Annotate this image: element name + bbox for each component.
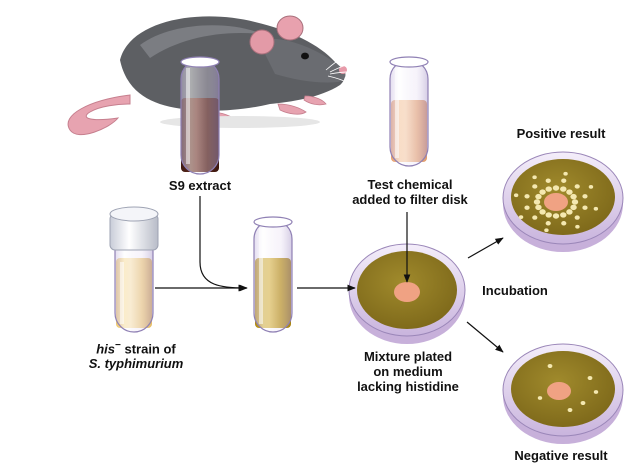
label-test-chemical: Test chemical added to filter disk xyxy=(352,177,468,207)
colony xyxy=(532,175,537,180)
strain-genotype-superscript: − xyxy=(115,340,121,351)
revertant-colonies xyxy=(513,171,599,233)
colony xyxy=(545,186,552,192)
test-chemical-tube xyxy=(389,56,429,167)
colony xyxy=(593,390,599,394)
colony xyxy=(532,215,538,220)
colony xyxy=(533,199,541,205)
arrow-s9-to-mixture xyxy=(199,196,247,292)
colony xyxy=(570,193,577,200)
colony xyxy=(544,228,549,233)
colony xyxy=(563,171,568,176)
colony xyxy=(575,224,580,229)
colony xyxy=(580,400,586,406)
filter-disk xyxy=(547,382,571,400)
arrow-to-positive xyxy=(467,237,504,259)
colony xyxy=(535,204,542,211)
colony xyxy=(593,206,599,211)
colony xyxy=(570,204,577,211)
colony xyxy=(552,213,560,219)
colony xyxy=(545,221,551,226)
colony xyxy=(513,193,519,198)
filter-disk xyxy=(394,282,420,302)
arrow-to-negative xyxy=(466,321,504,353)
colony xyxy=(587,375,593,381)
colony xyxy=(524,205,530,210)
colony xyxy=(535,193,542,200)
s9-extract-tube xyxy=(180,56,220,175)
colony xyxy=(566,209,573,215)
rat-illustration xyxy=(67,15,373,136)
bacteria-culture-tube xyxy=(109,206,159,333)
label-mixture-plated: Mixture plated on medium lacking histidi… xyxy=(357,349,459,394)
colony xyxy=(588,184,594,189)
strain-genotype: his xyxy=(96,341,116,357)
spontaneous-colonies xyxy=(537,363,599,413)
colony xyxy=(532,184,538,189)
colony xyxy=(539,189,546,195)
colony xyxy=(561,178,567,183)
colony xyxy=(545,178,551,183)
colony xyxy=(567,407,573,413)
positive-result-plate xyxy=(502,151,624,252)
label-bacterial-strain: his− strain of S. typhimurium xyxy=(74,338,198,371)
colony xyxy=(547,363,553,369)
colony xyxy=(545,212,552,218)
label-positive-result: Positive result xyxy=(516,126,606,141)
strain-suffix: strain of xyxy=(120,341,176,357)
colony xyxy=(574,184,580,189)
colony xyxy=(566,189,573,195)
strain-species: S. typhimurium xyxy=(88,356,184,372)
filter-disk xyxy=(544,193,568,211)
label-incubation: Incubation xyxy=(482,283,548,298)
colony xyxy=(539,209,546,215)
colony xyxy=(537,396,543,400)
colony xyxy=(560,212,567,218)
colony xyxy=(561,221,567,226)
colony xyxy=(571,199,579,205)
colony xyxy=(524,194,530,199)
colony xyxy=(552,185,560,191)
colony xyxy=(574,215,580,220)
colony xyxy=(582,205,588,210)
colony xyxy=(560,186,567,192)
colony xyxy=(518,215,524,220)
colony xyxy=(582,194,588,199)
mixture-plate xyxy=(348,243,466,344)
label-s9-extract: S9 extract xyxy=(168,178,232,193)
mixture-tube xyxy=(253,216,293,333)
label-negative-result: Negative result xyxy=(514,448,608,463)
negative-result-plate xyxy=(502,343,624,444)
